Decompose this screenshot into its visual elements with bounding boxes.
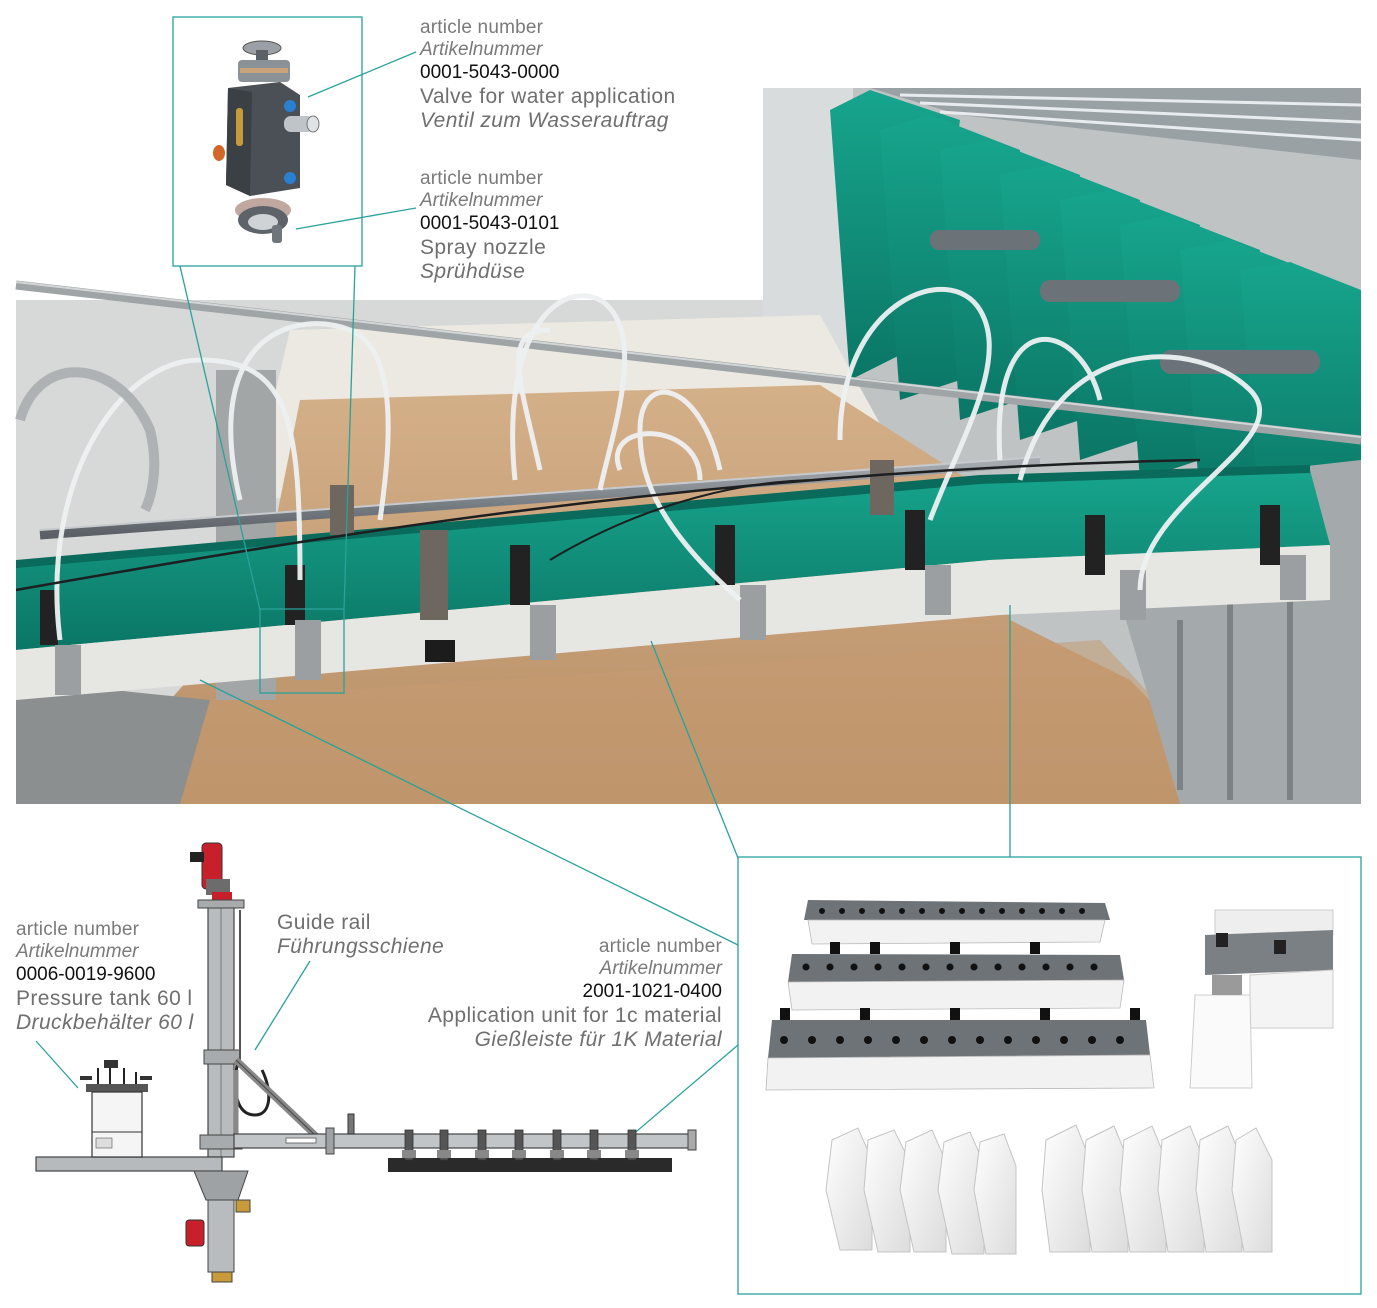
application-unit-desc-en: Application unit for 1c material xyxy=(427,1004,722,1027)
technical-drawing xyxy=(35,842,697,1283)
tank-article-de: Artikelnummer xyxy=(16,941,139,962)
valve-desc-en: Valve for water application xyxy=(420,85,676,108)
application-unit-article-en: article number xyxy=(598,936,722,957)
valve-article-en: article number xyxy=(420,17,544,38)
application-unit-article-number: 2001-1021-0400 xyxy=(582,981,722,1002)
tank-label: article number Artikelnummer 0006-0019-9… xyxy=(16,920,194,1033)
valve-icon xyxy=(213,40,320,243)
guide-rail-desc-en: Guide rail xyxy=(277,911,371,934)
machine-photo xyxy=(15,88,1362,804)
tank-article-en: article number xyxy=(16,919,140,940)
nozzle-desc-de: Sprühdüse xyxy=(420,260,526,283)
valve-article-number: 0001-5043-0000 xyxy=(420,62,560,83)
application-unit-desc-de: Gießleiste für 1K Material xyxy=(474,1028,722,1051)
valve-label: article number Artikelnummer 0001-5043-0… xyxy=(420,18,676,131)
application-unit-parts xyxy=(765,900,1334,1255)
motor-icon xyxy=(190,842,232,902)
nozzle-article-number: 0001-5043-0101 xyxy=(420,213,560,234)
nozzle-desc-en: Spray nozzle xyxy=(420,236,547,259)
callout-lines xyxy=(35,16,1362,1295)
nozzle-article-en: article number xyxy=(420,168,544,189)
valve-article-de: Artikelnummer xyxy=(420,39,543,60)
valve-desc-de: Ventil zum Wasserauftrag xyxy=(420,109,669,132)
tank-desc-en: Pressure tank 60 l xyxy=(16,987,193,1010)
nozzle-label: article number Artikelnummer 0001-5043-0… xyxy=(420,169,559,282)
tank-article-number: 0006-0019-9600 xyxy=(16,964,156,985)
application-unit-label: article number Artikelnummer 2001-1021-0… xyxy=(428,937,722,1050)
guide-rail-desc-de: Führungsschiene xyxy=(277,935,445,958)
pressure-tank-icon xyxy=(80,1060,152,1158)
nozzle-article-de: Artikelnummer xyxy=(420,190,543,211)
guide-rail-label: Guide rail Führungsschiene xyxy=(277,912,444,957)
tank-desc-de: Druckbehälter 60 l xyxy=(16,1011,194,1034)
application-unit-article-de: Artikelnummer xyxy=(599,958,722,979)
